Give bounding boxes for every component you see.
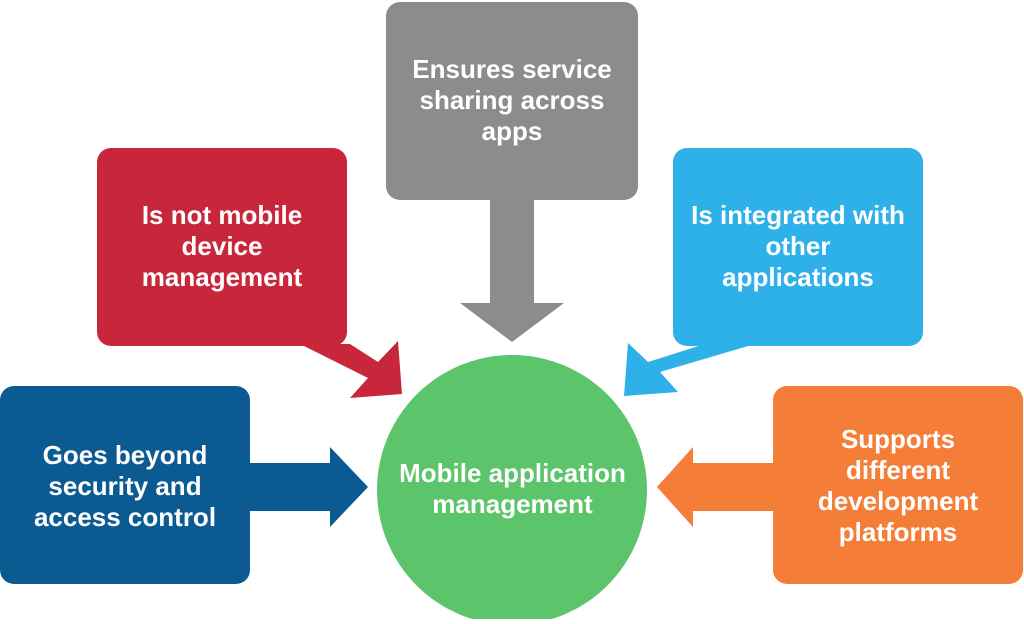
node-upper-left-arrow	[300, 341, 402, 398]
node-lower-right-box	[773, 386, 1023, 584]
node-upper-right-arrow	[624, 343, 755, 396]
node-top-arrow	[460, 198, 564, 342]
node-upper-left-shape	[97, 148, 402, 398]
node-lower-left-arrow	[248, 447, 368, 527]
node-top-box	[386, 2, 638, 200]
node-lower-left-label: Goes beyond security and access control	[33, 439, 217, 532]
center-circle	[377, 355, 647, 624]
node-upper-right-box	[673, 148, 923, 346]
node-lower-right-label: Supports different development platforms	[817, 424, 979, 547]
node-lower-right-shape	[657, 386, 1023, 584]
center-label: Mobile application management	[399, 458, 626, 519]
node-lower-right-arrow	[657, 447, 775, 527]
node-upper-left-label: Is not mobile device management	[141, 199, 303, 292]
node-top-label: Ensures service sharing across apps	[412, 53, 612, 146]
node-lower-left-shape	[0, 386, 368, 584]
node-lower-left-box	[0, 386, 250, 584]
node-upper-left-box	[97, 148, 347, 346]
node-top-shape	[386, 2, 638, 342]
node-upper-right-shape	[624, 148, 923, 396]
node-upper-right-label: Is integrated with other applications	[691, 199, 905, 292]
